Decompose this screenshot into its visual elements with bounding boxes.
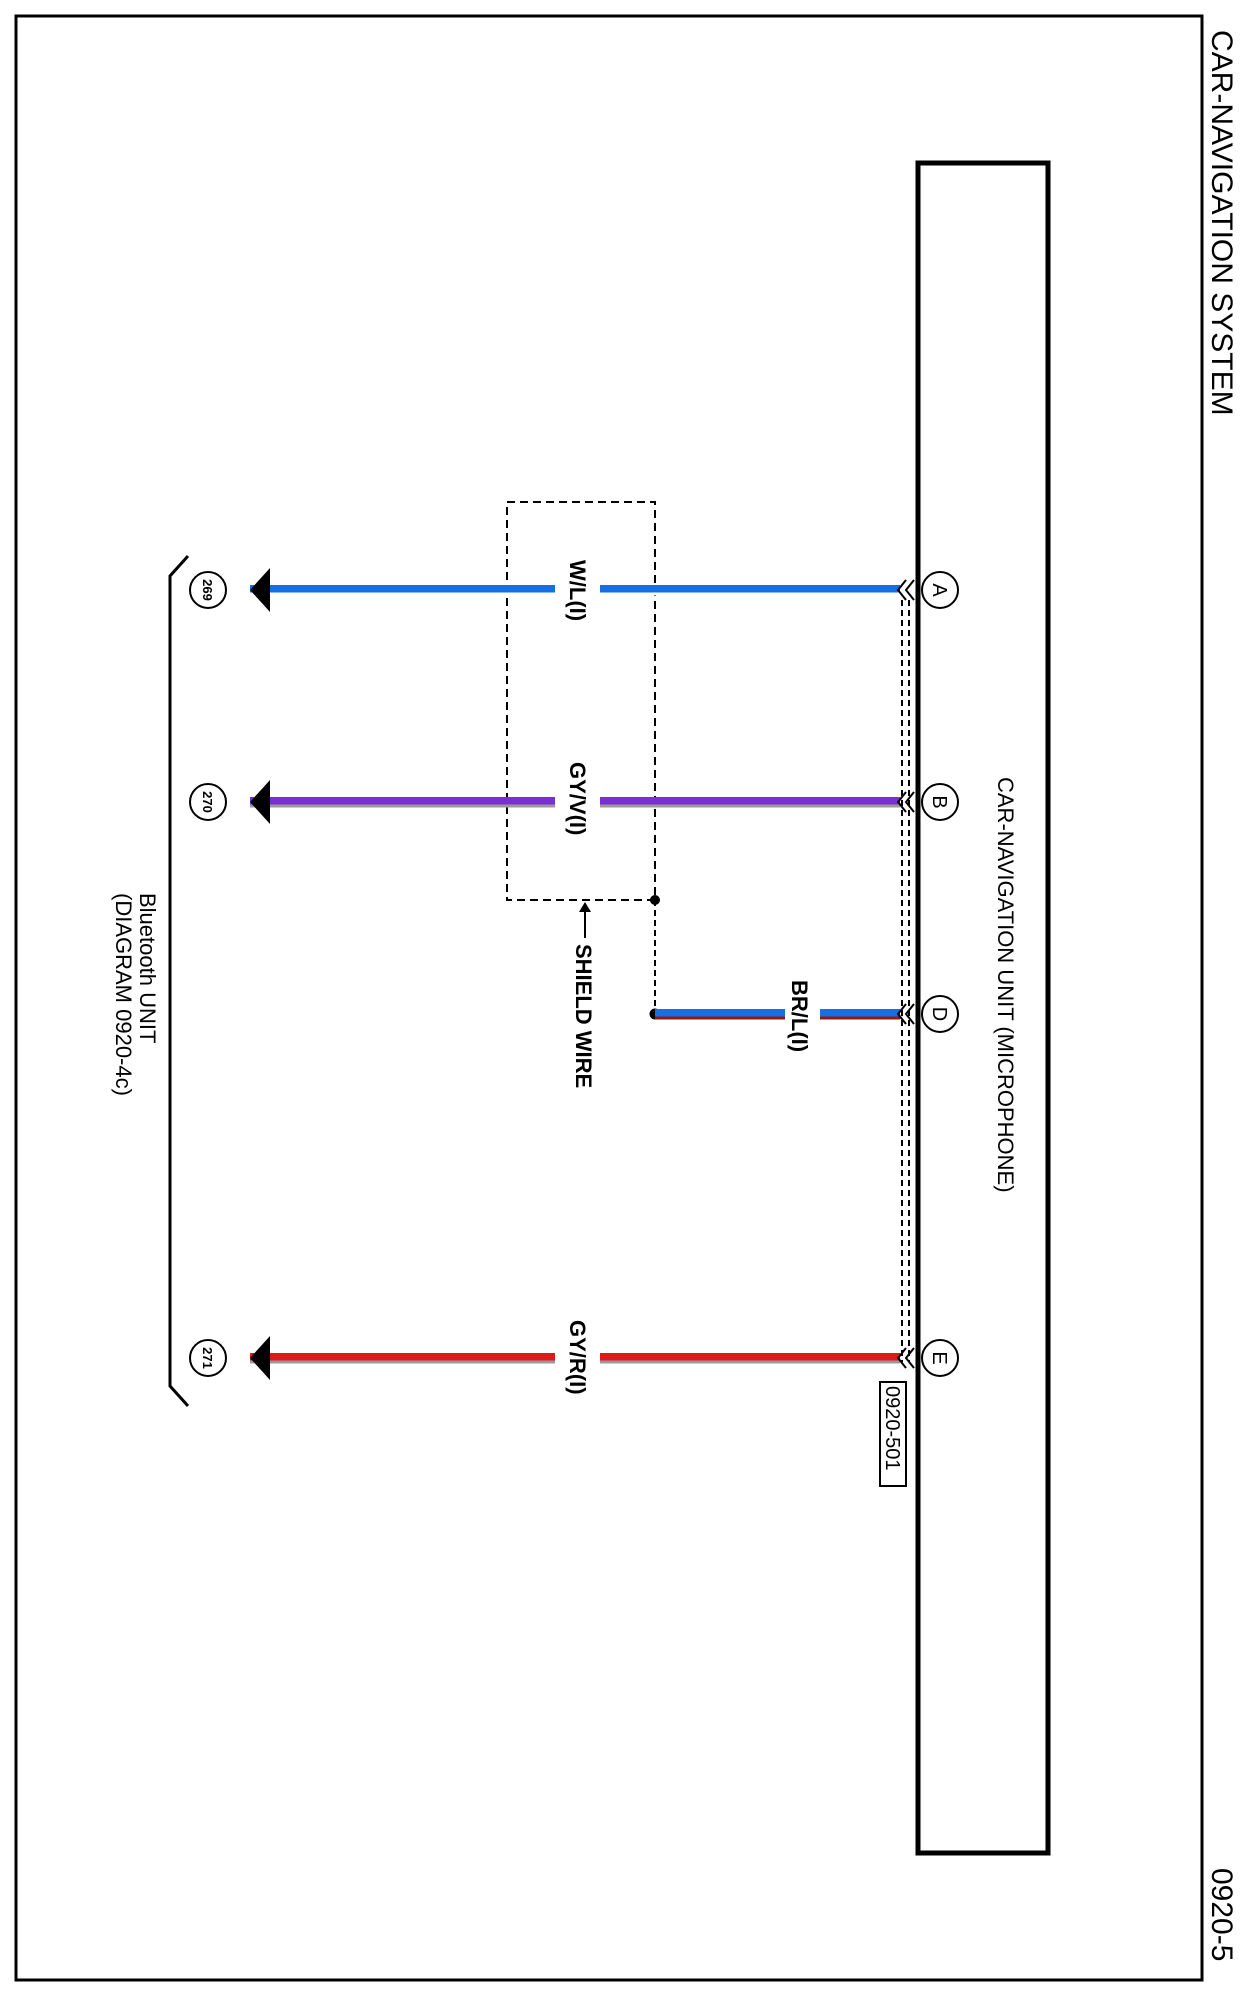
wire-label-gap [785, 1006, 820, 1022]
bluetooth-unit-label: Bluetooth UNIT [135, 893, 160, 1043]
pin-label: A [928, 583, 950, 597]
connector-chevron-icon [896, 1003, 915, 1025]
wire-code-label: W/L(I) [565, 560, 590, 621]
terminal-arrow-icon [250, 568, 270, 612]
shield-wire-callout: SHIELD WIRE [571, 902, 596, 1088]
terminal-number: 271 [200, 1347, 215, 1369]
wire-b: GY/V(I) B 270 [189, 762, 959, 835]
svg-text:0920-501: 0920-501 [881, 1386, 903, 1471]
terminal-circle [189, 783, 227, 821]
terminal-arrow-icon [250, 1336, 270, 1380]
connector-chevron-icon [896, 579, 915, 601]
page-code: 0920-5 [1205, 1868, 1238, 1961]
bluetooth-unit-bracket [168, 554, 190, 1408]
pin-label: B [928, 795, 950, 808]
terminal-number: 270 [200, 791, 215, 813]
page-frame [14, 14, 1204, 1982]
terminal-circle [189, 571, 227, 609]
wire-a: W/L(I) A 269 [189, 560, 959, 621]
shield-junction-dot [650, 895, 660, 905]
pin-circle [921, 571, 959, 609]
connector-chevron-icon [896, 1347, 915, 1369]
wire-label-gap [555, 794, 600, 810]
wire-e: GY/R(I) E 271 [189, 1320, 959, 1395]
wire-label-gap [555, 1350, 600, 1366]
diagram-title: CAR-NAVIGATION SYSTEM [1205, 30, 1238, 416]
pin-label: D [928, 1007, 950, 1021]
wire-code-label: BR/L(I) [787, 980, 812, 1052]
car-navigation-unit-label: CAR-NAVIGATION UNIT (MICROPHONE) [993, 777, 1018, 1193]
bluetooth-unit-diagram-ref: (DIAGRAM 0920-4c) [111, 893, 136, 1096]
wire-code-label: GY/V(I) [565, 762, 590, 835]
terminal-circle [189, 1339, 227, 1377]
pin-circle [921, 995, 959, 1033]
svg-text:SHIELD WIRE: SHIELD WIRE [571, 944, 596, 1088]
pin-label: E [928, 1351, 950, 1364]
wire-d: BR/L(I) D [655, 980, 959, 1052]
terminal-number: 269 [200, 579, 215, 601]
wire-label-gap [555, 582, 600, 598]
terminal-arrow-icon [250, 780, 270, 824]
connector-chevron-icon [896, 791, 915, 813]
pin-circle [921, 1339, 959, 1377]
shield-harness-lines [901, 600, 910, 1362]
wire-code-label: GY/R(I) [565, 1320, 590, 1395]
pin-circle [921, 783, 959, 821]
connector-id-tag: 0920-501 [879, 1381, 907, 1487]
